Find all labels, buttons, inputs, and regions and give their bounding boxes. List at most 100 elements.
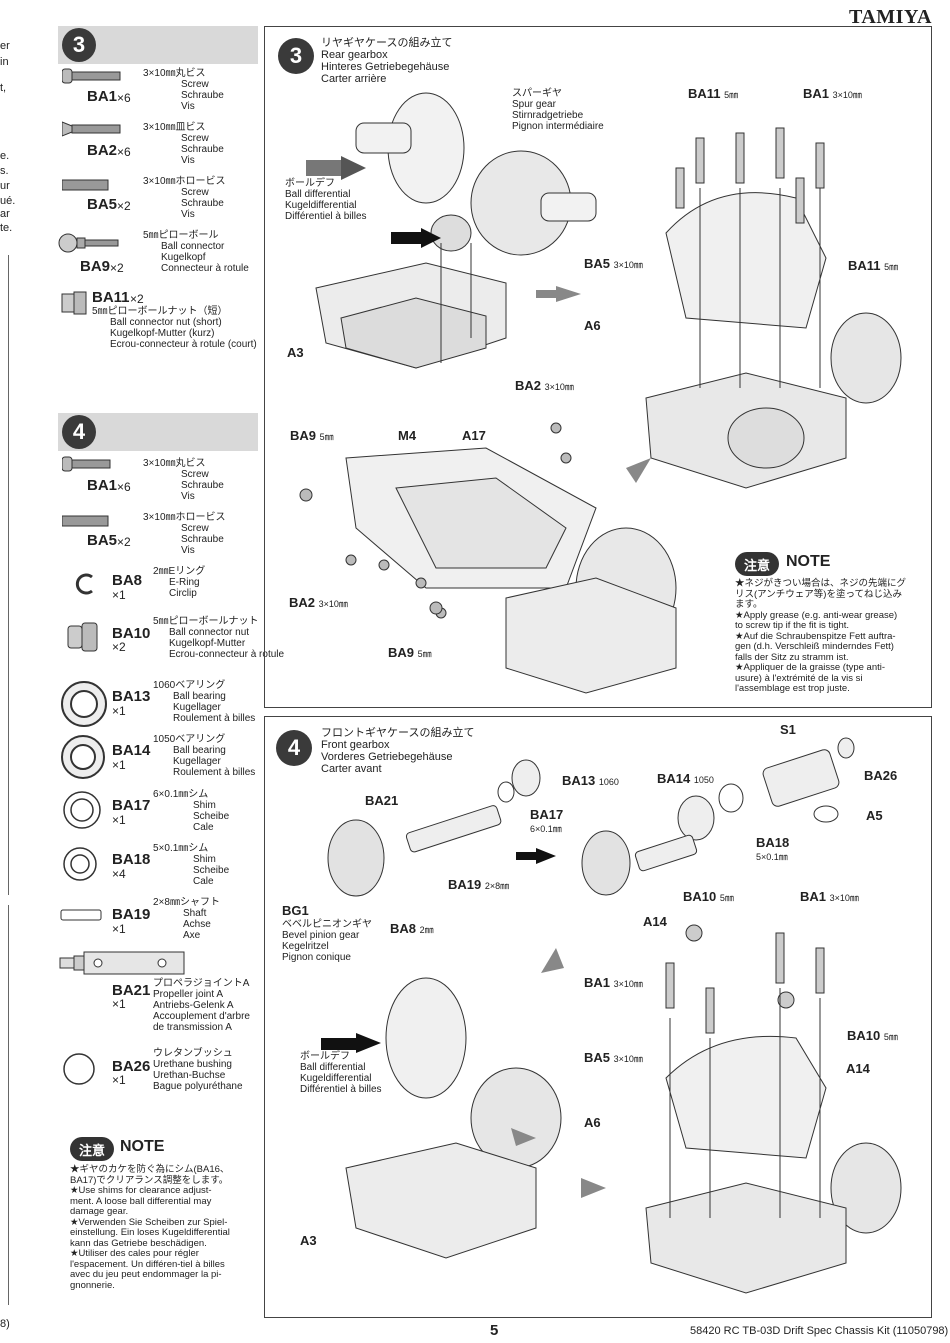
step3-panel xyxy=(264,26,932,708)
label-ba21: BA21 xyxy=(365,793,399,808)
label-ba10: BA10 5㎜ xyxy=(683,889,734,904)
step4-illustration xyxy=(321,737,902,1294)
screw-hollow-icon xyxy=(62,515,109,527)
label-a3: A3 xyxy=(287,345,304,360)
part-qty: ×4 xyxy=(112,867,126,881)
edge-text: ar xyxy=(0,208,10,220)
part-desc: 5㎜ピローボールナット（短） Ball connector nut (short… xyxy=(92,306,257,350)
part-desc: 3×10㎜丸ビス Screw Schraube Vis xyxy=(143,68,224,112)
label-a17: A17 xyxy=(462,428,486,443)
urethane-bushing-icon xyxy=(63,1053,95,1085)
label-a6: A6 xyxy=(584,1115,601,1130)
part-desc: プロペラジョイントA Propeller joint A Antriebs-Ge… xyxy=(153,978,250,1033)
part-desc: 5×0.1㎜シム Shim Scheibe Cale xyxy=(153,843,230,887)
label-ba11b: BA11 5㎜ xyxy=(848,258,899,273)
part-code: BA9 xyxy=(80,258,111,275)
shim-icon xyxy=(63,847,97,881)
part-qty: ×1 xyxy=(112,813,126,827)
footer-kit-name: 58420 RC TB-03D Drift Spec Chassis Kit (… xyxy=(690,1325,949,1337)
part-code: BA14 xyxy=(112,742,151,759)
part-code: BA8 xyxy=(112,572,143,589)
edge-text: er xyxy=(0,40,10,52)
part-qty: ×1 xyxy=(112,1073,126,1087)
edge-text: te. xyxy=(0,222,13,234)
part-code: BA18 xyxy=(112,851,151,868)
part-qty: ×6 xyxy=(117,145,131,159)
screw-hollow-icon xyxy=(62,179,109,191)
label-ba2: BA2 3×10㎜ xyxy=(515,378,574,393)
part-qty: ×2 xyxy=(117,535,131,549)
edge-text: e. xyxy=(0,150,10,162)
label-a14b: A14 xyxy=(846,1061,870,1076)
edge-border xyxy=(8,255,9,895)
part-qty: ×6 xyxy=(117,480,131,494)
label-ba1: BA1 3×10㎜ xyxy=(800,889,859,904)
part-code: BA1 xyxy=(87,88,118,105)
label-ba5: BA5 3×10㎜ xyxy=(584,1050,643,1065)
label-m4: M4 xyxy=(398,428,417,443)
part-qty: ×2 xyxy=(112,640,126,654)
label-ba13: BA13 1060 xyxy=(562,773,619,788)
part-code: BA13 xyxy=(112,688,151,705)
part-desc: 1050ベアリング Ball bearing Kugellager Roulem… xyxy=(153,734,256,778)
label-ba9: BA9 5㎜ xyxy=(290,428,334,443)
part-code: BA19 xyxy=(112,906,151,923)
ball-connector-icon xyxy=(58,233,119,253)
edge-text: t, xyxy=(0,82,7,94)
e-ring-icon xyxy=(75,573,93,595)
note-body: ★ギヤのカケを防ぐ為にシム(BA16、BA17)でクリアランス調整をします。★U… xyxy=(70,1164,230,1291)
edge-text: ur xyxy=(0,180,10,192)
edge-text: 8) xyxy=(0,1318,10,1330)
part-desc: 2㎜Eリング E-Ring Circlip xyxy=(153,566,206,599)
part-desc: ウレタンブッシュ Urethane bushing Urethan-Buchse… xyxy=(153,1048,243,1092)
step4-panel xyxy=(264,716,932,1318)
part-desc: 1060ベアリング Ball bearing Kugellager Roulem… xyxy=(153,680,256,724)
part-qty: ×6 xyxy=(117,91,131,105)
part-desc: 3×10㎜ホロービス Screw Schraube Vis xyxy=(143,512,226,556)
label-ba8: BA8 2㎜ xyxy=(390,921,434,936)
label-ba2b: BA2 3×10㎜ xyxy=(289,595,348,610)
part-desc: 5㎜ピローボール Ball connector Kugelkopf Connec… xyxy=(143,230,249,274)
part-code: BA2 xyxy=(87,142,118,159)
part-code: BA17 xyxy=(112,797,151,814)
part-qty: ×1 xyxy=(112,758,126,772)
screw-round-icon xyxy=(62,456,111,472)
ball-bearing-icon xyxy=(61,681,107,727)
label-a5: A5 xyxy=(866,808,883,823)
screw-round-icon xyxy=(62,68,121,84)
label-ba26: BA26 xyxy=(864,768,898,783)
brand-logo: TAMIYA xyxy=(848,6,932,28)
note-badge: 注意 xyxy=(70,1137,114,1161)
edge-text: s. xyxy=(0,165,9,177)
shaft-icon xyxy=(60,909,102,921)
part-desc: 5㎜ピローボールナット Ball connector nut Kugelkopf… xyxy=(153,616,285,660)
label-ba1: BA1 3×10㎜ xyxy=(803,86,862,101)
part-code: BA1 xyxy=(87,477,118,494)
label-s1: S1 xyxy=(780,722,796,737)
edge-text: in xyxy=(0,56,9,68)
step3-badge: 3 xyxy=(278,38,314,74)
part-code: BA21 xyxy=(112,982,151,999)
propeller-joint-icon xyxy=(59,951,185,975)
part-qty: ×1 xyxy=(112,588,126,602)
note-badge: 注意 xyxy=(735,552,779,576)
edge-border xyxy=(8,905,9,1305)
label-ba10b: BA10 5㎜ xyxy=(847,1028,898,1043)
part-desc: 2×8㎜シャフト Shaft Achse Axe xyxy=(153,897,220,941)
label-ba19: BA19 2×8㎜ xyxy=(448,877,510,892)
part-code: BA10 xyxy=(112,625,151,642)
label-bg1: BG1 xyxy=(282,903,309,918)
part-qty: ×2 xyxy=(110,261,124,275)
page-number: 5 xyxy=(490,1322,499,1339)
part-qty: ×1 xyxy=(112,922,126,936)
part-qty: ×2 xyxy=(117,199,131,213)
shim-icon xyxy=(63,791,101,829)
label-ba5: BA5 3×10㎜ xyxy=(584,256,643,271)
parts-step-badge-4: 4 xyxy=(62,415,96,449)
